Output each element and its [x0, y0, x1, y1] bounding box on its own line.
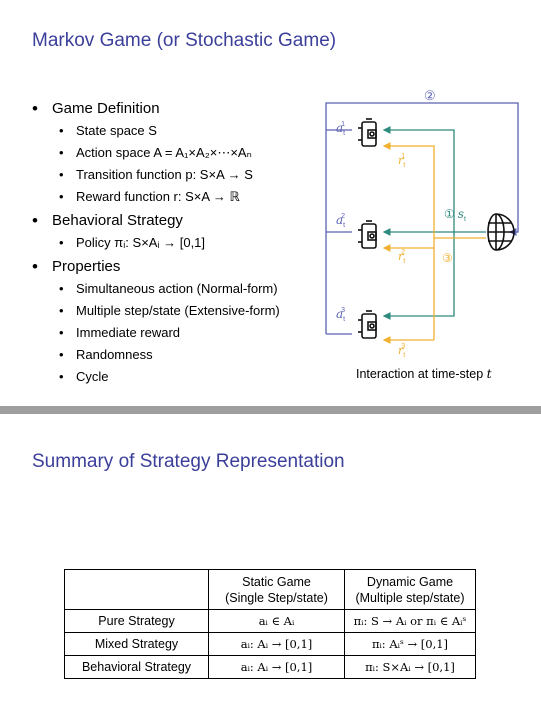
table-cell: aᵢ: Aᵢ → [0,1]: [208, 655, 345, 679]
table-cell: Pure Strategy: [64, 609, 209, 633]
bullet-action-space: Action space A = A₁×A₂×⋯×Aₙ: [32, 142, 322, 164]
bullet-property-item: Randomness: [32, 344, 322, 366]
table-cell: aᵢ ∈ Aᵢ: [208, 609, 345, 633]
action-label: at1: [336, 121, 345, 137]
reward-label: rt3: [398, 343, 405, 359]
robot-icon: [358, 310, 377, 339]
table-row: Mixed Strategy aᵢ: Aᵢ → [0,1] πᵢ: Aᵢˢ → …: [64, 632, 476, 656]
table-header-cell: [64, 569, 209, 610]
table-header-cell: Static Game (Single Step/state): [208, 569, 345, 610]
globe-icon: [487, 213, 515, 251]
table-cell: πᵢ: Aᵢˢ → [0,1]: [344, 632, 476, 656]
table-cell: Mixed Strategy: [64, 632, 209, 656]
table-row: Pure Strategy aᵢ ∈ Aᵢ πᵢ: S → Aᵢ or πᵢ ∈…: [64, 609, 476, 633]
bullet-behavioral-strategy: Behavioral Strategy: [32, 212, 322, 230]
action-arrows: [325, 102, 519, 335]
svg-text:at1: at1: [336, 121, 345, 137]
slide-title-markov-game: Markov Game (or Stochastic Game): [32, 30, 337, 51]
svg-text:at2: at2: [336, 213, 345, 229]
bullet-property-item: Multiple step/state (Extensive-form): [32, 300, 322, 322]
bullet-state-space: State space S: [32, 120, 322, 142]
table-cell: Behavioral Strategy: [64, 655, 209, 679]
table-header-row: Static Game (Single Step/state) Dynamic …: [64, 569, 476, 610]
step-marker-2: ②: [424, 88, 436, 103]
state-arrows: [382, 126, 486, 320]
bullet-policy: Policy πᵢ: S×Aᵢ → [0,1]: [32, 232, 322, 254]
diagram-caption: Interaction at time-step t: [356, 366, 492, 381]
svg-text:rt3: rt3: [398, 343, 405, 359]
table-cell: aᵢ: Aᵢ → [0,1]: [208, 632, 345, 656]
robot-icon: [358, 220, 377, 249]
table-cell: πᵢ: S → Aᵢ or πᵢ ∈ Aᵢˢ: [344, 609, 476, 633]
svg-text:rt1: rt1: [398, 153, 405, 169]
table-header-cell: Dynamic Game (Multiple step/state): [344, 569, 476, 610]
bullet-properties: Properties: [32, 258, 322, 276]
bullet-game-definition: Game Definition: [32, 100, 322, 118]
reward-arrows: [382, 142, 486, 344]
svg-text:rt2: rt2: [398, 249, 405, 265]
bullet-property-item: Immediate reward: [32, 322, 322, 344]
bullet-transition-function: Transition function p: S×A → S: [32, 164, 322, 186]
section-divider: [0, 406, 541, 414]
table-row: Behavioral Strategy aᵢ: Aᵢ → [0,1] πᵢ: S…: [64, 655, 476, 679]
reward-label: rt1: [398, 153, 405, 169]
table-cell: πᵢ: S×Aᵢ → [0,1]: [344, 655, 476, 679]
svg-text:at3: at3: [336, 307, 345, 323]
bullet-property-item: Simultaneous action (Normal-form): [32, 278, 322, 300]
bullet-reward-function: Reward function r: S×A → ℝ: [32, 186, 322, 208]
step-marker-3: ③: [442, 251, 453, 265]
action-label: at3: [336, 307, 345, 323]
robot-icon: [358, 118, 377, 147]
action-label: at2: [336, 213, 345, 229]
reward-label: rt2: [398, 249, 405, 265]
slide-title-summary: Summary of Strategy Representation: [32, 451, 345, 472]
bullet-list: Game Definition State space S Action spa…: [32, 96, 322, 388]
strategy-table: Static Game (Single Step/state) Dynamic …: [64, 569, 476, 679]
bullet-property-item: Cycle: [32, 366, 322, 388]
